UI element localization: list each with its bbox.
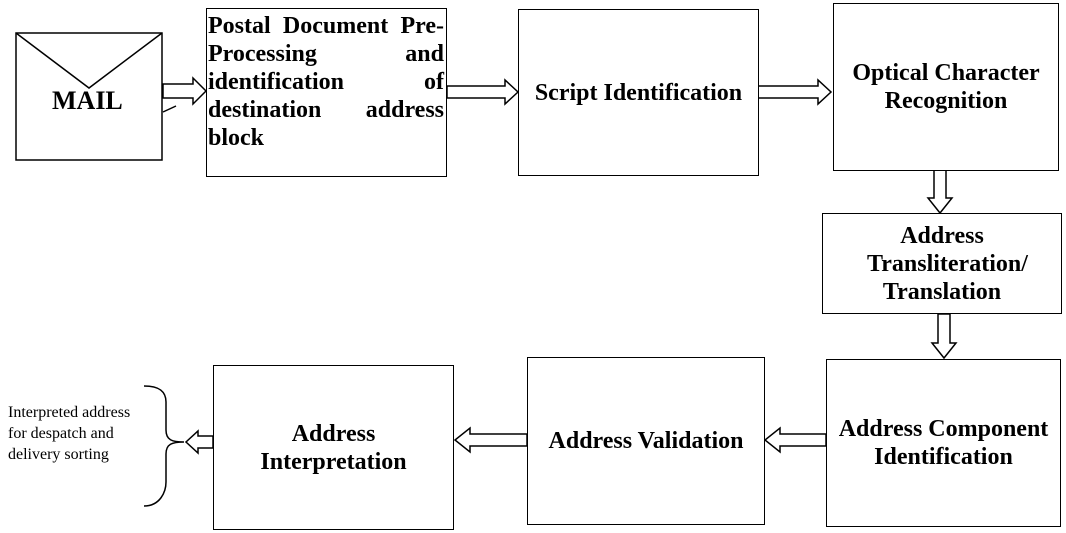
component-identification-box: Address Component Identification — [826, 359, 1061, 527]
interpretation-box: Address Interpretation — [213, 365, 454, 530]
transliteration-label: Address Transliteration/ Translation — [867, 222, 1028, 305]
transliteration-box: Address Transliteration/ Translation — [822, 213, 1062, 314]
ocr-label: Optical Character Recognition — [852, 60, 1040, 114]
envelope-icon — [15, 32, 163, 161]
output-brace — [143, 385, 185, 507]
arrow-mail-to-preprocessing — [162, 76, 208, 106]
arrow-validation-to-interpretation — [453, 426, 528, 454]
validation-label: Address Validation — [548, 428, 744, 454]
script-identification-label: Script Identification — [534, 79, 743, 106]
arrow-transliteration-to-component — [930, 313, 958, 360]
script-identification-box: Script Identification — [518, 9, 759, 176]
component-identification-label: Address Component Identification — [838, 416, 1049, 470]
arrow-script-to-ocr — [757, 78, 833, 106]
ocr-box: Optical Character Recognition — [833, 3, 1059, 171]
mail-label: MAIL — [52, 86, 123, 115]
arrow-ocr-to-transliteration — [926, 169, 954, 215]
arrow-preprocessing-to-script — [446, 78, 520, 106]
preprocessing-label: Postal Document Pre-Processing and ident… — [208, 13, 444, 151]
validation-box: Address Validation — [527, 357, 765, 525]
interpretation-label: Address Interpretation — [260, 420, 407, 475]
output-note: Interpreted address for despatch and del… — [8, 404, 131, 463]
arrow-interpretation-to-output — [184, 429, 214, 455]
preprocessing-box: Postal Document Pre-Processing and ident… — [206, 8, 447, 177]
arrow-component-to-validation — [763, 426, 827, 454]
